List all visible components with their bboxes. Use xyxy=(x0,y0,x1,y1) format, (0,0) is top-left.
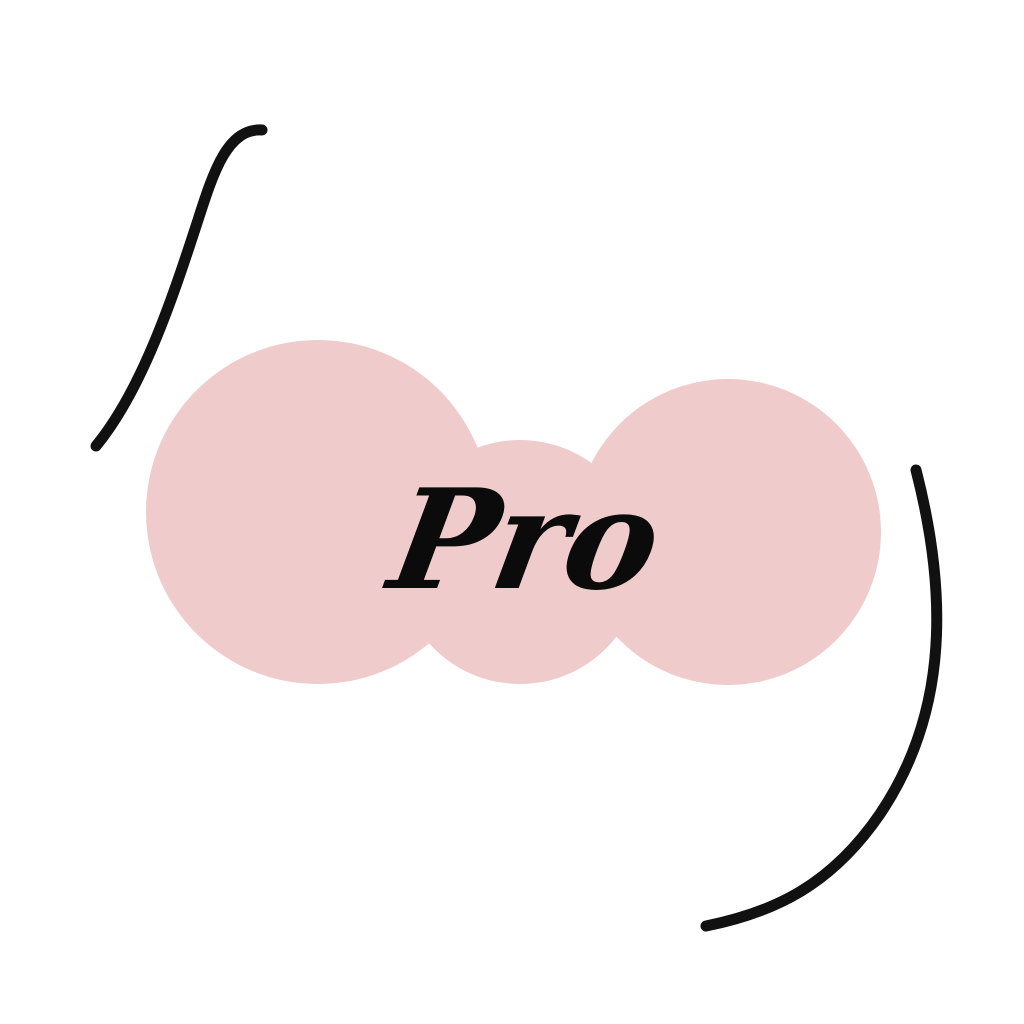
cloud-shape-icon xyxy=(146,340,881,685)
curved-bracket-right-icon xyxy=(700,464,943,932)
curved-bracket-left-icon xyxy=(90,124,268,452)
cloud-right-circle xyxy=(575,379,881,685)
brand-word: Pro xyxy=(379,458,671,621)
